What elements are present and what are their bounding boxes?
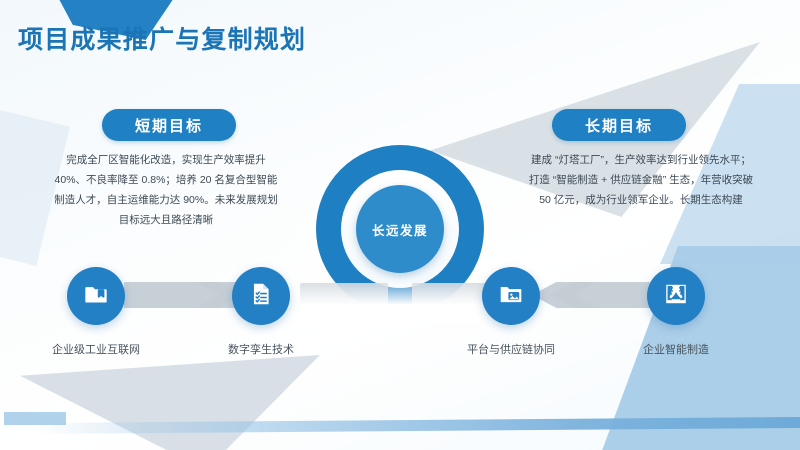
node-label-2: 数字孪生技术 (228, 344, 294, 356)
checklist-document-icon (248, 281, 274, 312)
badge-long-term-label: 长期目标 (584, 117, 653, 135)
node-digital-twin[interactable] (232, 267, 290, 325)
image-folder-icon (498, 281, 524, 312)
node-label-1: 企业级工业互联网 (52, 344, 140, 356)
short-term-goal-text: 完成全厂区智能化改造，实现生产效率提升 40%、不良率降至 0.8%；培养 20… (54, 154, 278, 226)
node-enterprise-industrial-internet[interactable] (67, 267, 125, 325)
stage-curtain-icon (663, 281, 689, 312)
center-ring-label: 长远发展 (371, 223, 428, 238)
page-title: 项目成果推广与复制规划 (18, 26, 307, 54)
ring-base-mask (300, 283, 500, 323)
node-platform-supply-chain[interactable] (482, 267, 540, 325)
node-label-4: 企业智能制造 (643, 344, 709, 356)
node-intelligent-manufacturing[interactable] (647, 267, 705, 325)
badge-long-term-goal: 长期目标 (552, 109, 686, 141)
badge-short-term-goal: 短期目标 (102, 109, 236, 141)
background-triangle-bottom-left (20, 355, 320, 450)
node-label-3: 平台与供应链协同 (467, 344, 555, 356)
bottom-gradient-band (34, 416, 800, 435)
long-term-goal-text: 建成 “灯塔工厂”，生产效率达到行业领先水平；打造 “智能制造 + 供应链金融”… (528, 154, 754, 206)
center-ring-inner: 长远发展 (356, 185, 444, 273)
badge-short-term-label: 短期目标 (134, 117, 203, 135)
background-small-rectangle (4, 412, 66, 425)
folder-bookmark-icon (83, 281, 109, 312)
